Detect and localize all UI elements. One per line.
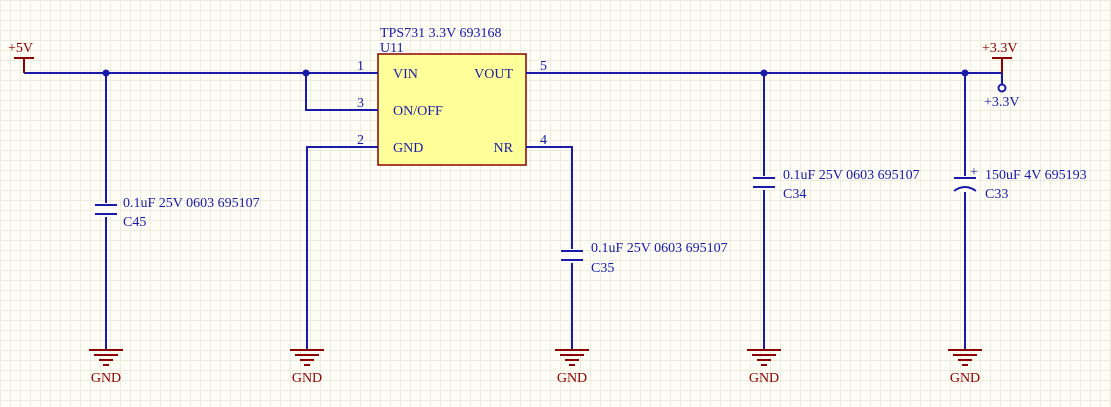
capacitor-c33[interactable]: + 150uF 4V 695193 C33: [953, 165, 1087, 202]
power-port-3v3[interactable]: +3.3V: [982, 41, 1018, 73]
ground-symbol[interactable]: GND: [747, 349, 781, 386]
ground-symbol[interactable]: GND: [89, 349, 123, 386]
capacitor-c34[interactable]: 0.1uF 25V 0603 695107 C34: [752, 168, 920, 202]
pin-name-on-off: ON/OFF: [393, 104, 443, 119]
cap-value-label: 0.1uF 25V 0603 695107: [123, 196, 260, 211]
power-port-5v[interactable]: +5V: [8, 41, 34, 73]
junctions: [102, 69, 969, 77]
junction-dot: [302, 69, 310, 77]
net-label: +3.3V: [984, 95, 1020, 110]
junction-dot: [102, 69, 110, 77]
pin-number: 1: [357, 59, 364, 74]
ground-symbol[interactable]: GND: [290, 349, 324, 386]
cap-value-label: 0.1uF 25V 0603 695107: [783, 168, 920, 183]
pin-number: 3: [357, 96, 364, 111]
pin-number: 2: [357, 133, 364, 148]
ic-body: [377, 53, 527, 166]
pin-name-nr: NR: [494, 141, 514, 156]
pin-number: 5: [540, 59, 547, 74]
cap-designator: C35: [591, 261, 614, 276]
wire-ic-gnd: [306, 146, 341, 350]
ground-symbol[interactable]: GND: [555, 349, 589, 386]
cap-designator: C33: [985, 187, 1008, 202]
cap-designator: C34: [783, 187, 806, 202]
cap-value-label: 0.1uF 25V 0603 695107: [591, 241, 728, 256]
wires: [24, 72, 1002, 350]
polarity-plus-mark: +: [970, 165, 978, 180]
pin-number: 4: [540, 133, 547, 148]
gnd-label: GND: [950, 371, 980, 386]
cap-curved-plate: [953, 186, 977, 192]
ic-designator: U11: [380, 41, 404, 56]
power-label: +3.3V: [982, 41, 1018, 56]
gnd-label: GND: [292, 371, 322, 386]
gnd-label: GND: [91, 371, 121, 386]
junction-dot: [760, 69, 768, 77]
wire-nr: [563, 146, 573, 350]
capacitor-c35[interactable]: 0.1uF 25V 0603 695107 C35: [560, 241, 728, 276]
junction-dot: [961, 69, 969, 77]
gnd-label: GND: [749, 371, 779, 386]
net-circle: [997, 83, 1007, 93]
wire-on-off-tie: [305, 73, 341, 111]
cap-value-label: 150uF 4V 695193: [985, 168, 1087, 183]
ground-symbol[interactable]: GND: [948, 349, 982, 386]
pin-name-vout: VOUT: [474, 67, 513, 82]
ic-u11[interactable]: TPS731 3.3V 693168 U11 1 3 2 5 4 VIN ON/…: [341, 26, 563, 166]
capacitor-c45[interactable]: 0.1uF 25V 0603 695107 C45: [94, 196, 260, 230]
cap-designator: C45: [123, 215, 146, 230]
pin-name-gnd: GND: [393, 141, 423, 156]
net-label-3v3[interactable]: +3.3V: [984, 73, 1020, 110]
power-label: +5V: [8, 41, 33, 56]
gnd-label: GND: [557, 371, 587, 386]
pin-name-vin: VIN: [393, 67, 418, 82]
ic-value-label: TPS731 3.3V 693168: [380, 26, 501, 41]
